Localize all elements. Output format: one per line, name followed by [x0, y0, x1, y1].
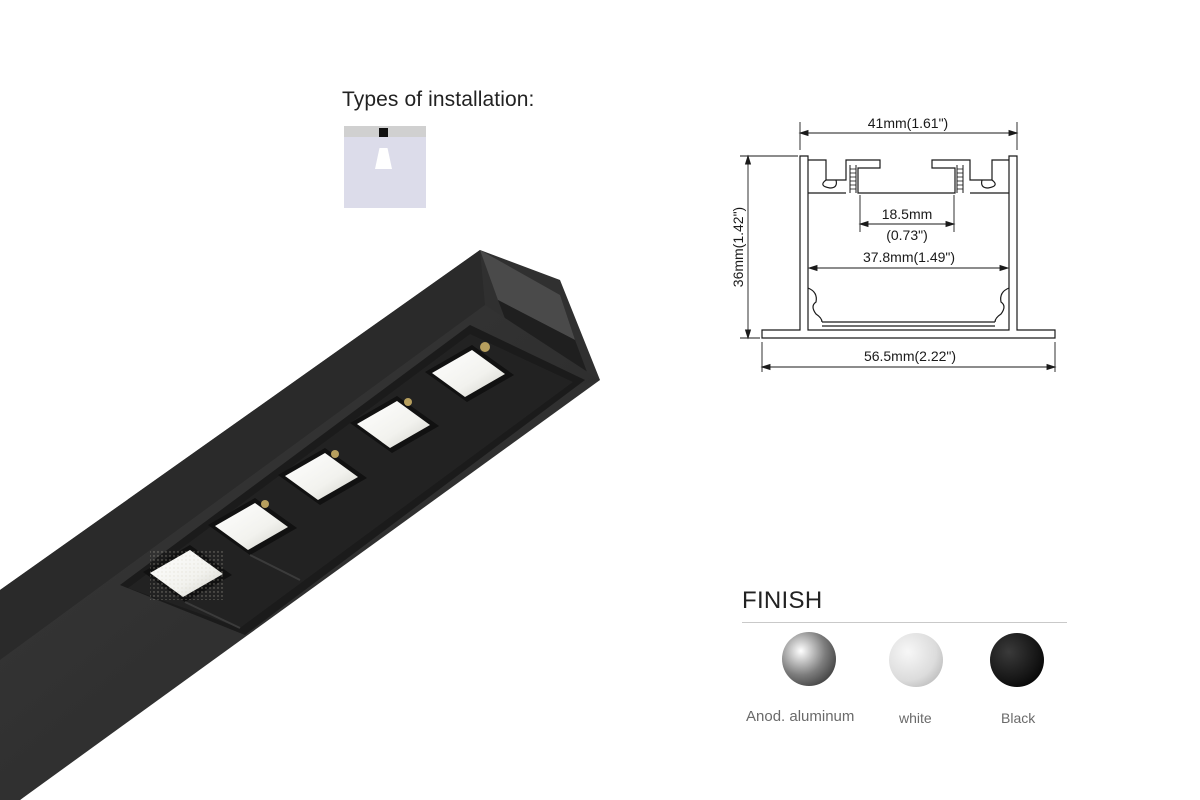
flange-width-label: 56.5mm(2.22")	[864, 348, 956, 364]
slot-width-inch-label: (0.73")	[886, 227, 928, 243]
led-module	[208, 498, 297, 555]
led-module	[350, 396, 439, 453]
black-swatch-icon	[990, 633, 1044, 687]
aluminum-swatch-icon	[782, 632, 836, 686]
led-module	[143, 545, 232, 602]
finish-label-black: Black	[1001, 710, 1036, 726]
recessed-ceiling-install-icon	[344, 126, 426, 208]
profile-dimension-drawing: 41mm(1.61") 36mm(1.42") 18.5mm (0.73") 3…	[730, 115, 1057, 372]
inner-width-label: 37.8mm(1.49")	[863, 249, 955, 265]
led-module	[278, 448, 367, 505]
linear-led-grille-fixture-icon	[0, 250, 600, 800]
installation-title: Types of installation:	[342, 88, 535, 111]
white-swatch-icon	[889, 633, 943, 687]
led-module	[425, 342, 514, 402]
finish-label-white: white	[899, 710, 932, 726]
slot-width-label: 18.5mm	[882, 206, 933, 222]
finish-title: FINISH	[742, 587, 823, 614]
height-label: 36mm(1.42")	[730, 207, 746, 287]
finish-divider	[742, 622, 1067, 623]
finish-label-aluminum: Anod. aluminum	[746, 708, 855, 725]
top-width-label: 41mm(1.61")	[868, 115, 948, 131]
